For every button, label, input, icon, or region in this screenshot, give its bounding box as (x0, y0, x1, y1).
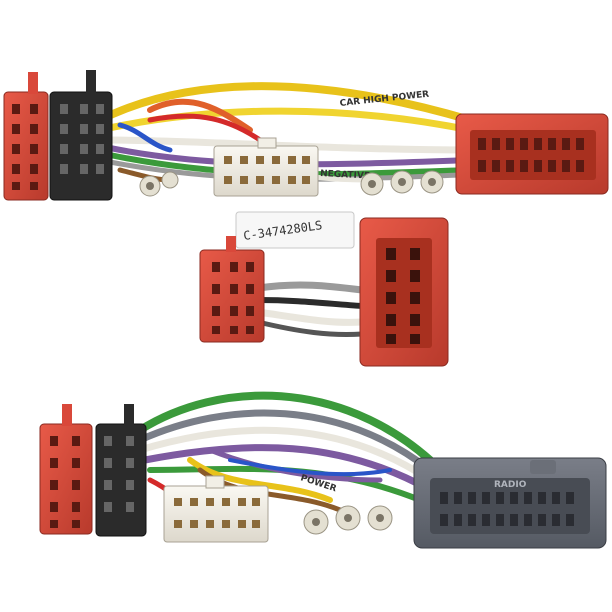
wire-print-text-2: NEGATIVE (320, 169, 370, 182)
red-iso-connector (3, 72, 49, 201)
bottom-red-iso-connector (39, 404, 93, 535)
top-harness: CAR HIGH POWER NEGATIVE (3, 70, 609, 201)
grey-radio-connector: RADIO (413, 457, 607, 549)
part-number-sticker: C-3474280LS (235, 211, 355, 249)
bottom-black-iso-connector (95, 404, 147, 537)
white-12pin-connector (213, 137, 319, 197)
middle-red-vehicle-connector (359, 217, 449, 367)
middle-wires (254, 281, 366, 337)
bottom-harness: POWER (39, 391, 607, 549)
red-vehicle-connector (455, 113, 609, 195)
black-iso-connector (49, 70, 113, 201)
bottom-white-12pin-connector (163, 475, 269, 543)
middle-red-iso-connector (199, 236, 265, 343)
middle-harness: C-3474280LS (199, 211, 449, 367)
radio-connector-print: RADIO (494, 480, 527, 490)
